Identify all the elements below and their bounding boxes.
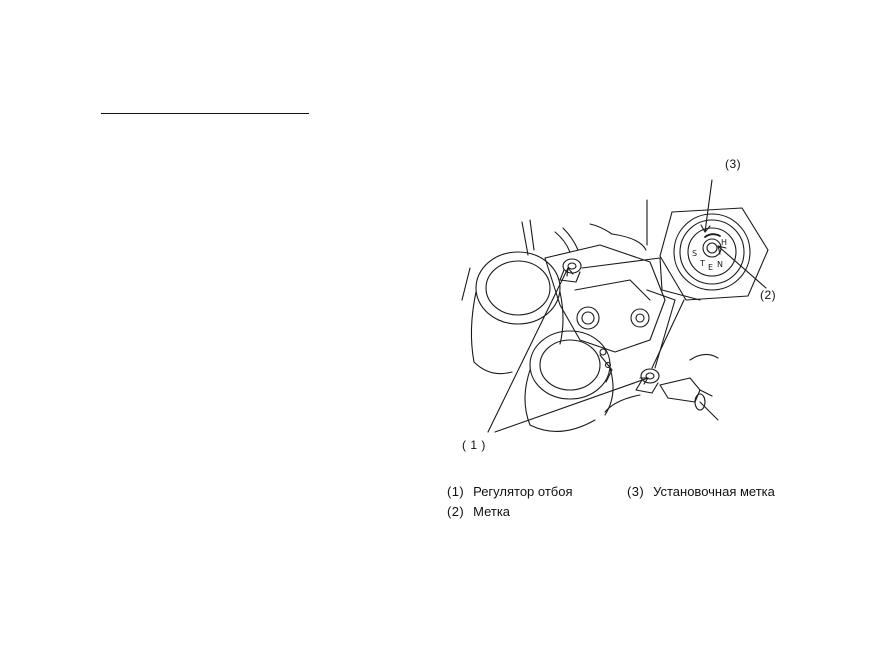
- lower-rebound-adjuster: [635, 368, 660, 394]
- legend-text: Установочная метка: [653, 484, 775, 499]
- callout-2: (2): [760, 288, 777, 302]
- legend-item-2: (2) Метка: [447, 504, 510, 520]
- dial-letter: S: [692, 249, 697, 258]
- top-rule: [101, 113, 309, 114]
- legend-text: Регулятор отбоя: [473, 484, 573, 499]
- legend-item-1: (1) Регулятор отбоя: [447, 484, 573, 500]
- legend-num: (1): [447, 484, 465, 499]
- right-lever: [604, 353, 719, 421]
- right-fork-tube: [524, 330, 614, 432]
- illustration-svg: S T E N H: [461, 179, 769, 433]
- legend-num: (3): [627, 484, 645, 499]
- left-fork-tube: [461, 251, 564, 375]
- detail-inset: [581, 179, 769, 369]
- legend-text: Метка: [473, 504, 511, 519]
- dial-letter: T: [699, 259, 705, 268]
- dial-letter: E: [708, 263, 713, 272]
- callout-1: ( 1 ): [462, 438, 486, 452]
- triple-clamp: [544, 244, 666, 383]
- callout-1-leaders: [487, 267, 649, 433]
- upper-cables: [521, 219, 647, 256]
- dial-letter: N: [717, 260, 723, 269]
- legend-num: (2): [447, 504, 465, 519]
- fork-adjuster-illustration: S T E N H: [440, 150, 800, 460]
- dial-letter: H: [721, 238, 727, 247]
- callout-3: (3): [725, 157, 742, 171]
- legend-item-3: (3) Установочная метка: [627, 484, 775, 500]
